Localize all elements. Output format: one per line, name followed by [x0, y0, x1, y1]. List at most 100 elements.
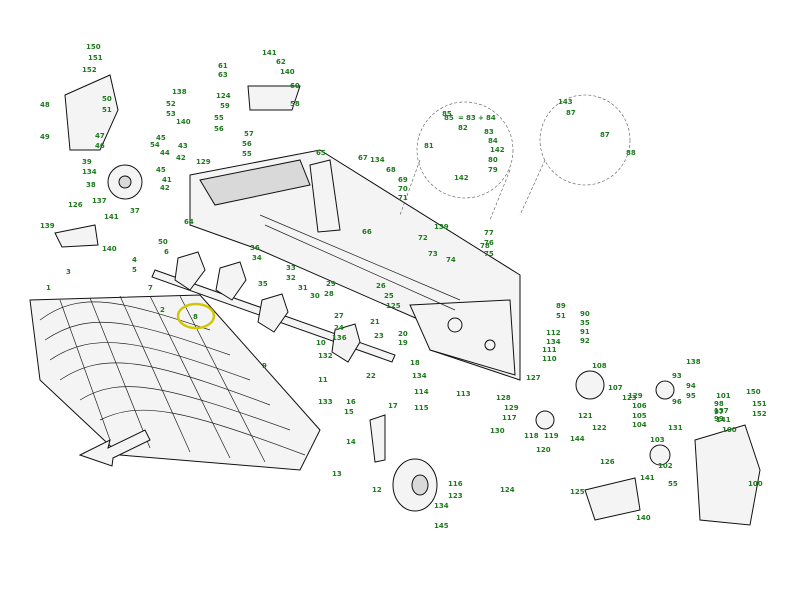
part-label-71: 71	[398, 194, 408, 202]
part-label-55: 55	[668, 480, 678, 488]
part-label-23: 23	[374, 332, 384, 340]
part-label-21: 21	[370, 318, 380, 326]
highlighted-callout[interactable]: 8	[176, 302, 216, 330]
part-label-134: 134	[434, 502, 449, 510]
main-frame-beam	[189, 149, 521, 381]
part-label-151: 151	[88, 54, 103, 62]
part-label-17: 17	[388, 402, 398, 410]
part-label-137: 137	[92, 197, 107, 205]
part-label-84: 84	[488, 137, 498, 145]
right-gear-cover	[694, 424, 761, 526]
part-label-136: 136	[332, 334, 347, 342]
part-label-41: 41	[162, 176, 172, 184]
part-label-37: 37	[130, 207, 140, 215]
part-label-26: 26	[376, 282, 386, 290]
part-label-67: 67	[358, 154, 368, 162]
part-label-95: 95	[686, 392, 696, 400]
part-label-66: 66	[362, 228, 372, 236]
part-label-56: 56	[242, 140, 252, 148]
detail-view-1	[399, 101, 514, 221]
part-label-125: 125	[570, 488, 585, 496]
part-label-128: 128	[496, 394, 511, 402]
part-label-64: 64	[184, 218, 194, 226]
part-label-140: 140	[102, 245, 117, 253]
part-label-38: 38	[86, 181, 96, 189]
part-label-123: 123	[622, 394, 637, 402]
part-label-133: 133	[318, 398, 333, 406]
part-label-24: 24	[334, 324, 344, 332]
part-label-49: 49	[40, 133, 50, 141]
part-label-10: 10	[316, 339, 326, 347]
part-label-132: 132	[318, 352, 333, 360]
part-label-42: 42	[160, 184, 170, 192]
part-label-112: 112	[546, 329, 561, 337]
rotor-shaft	[151, 251, 396, 363]
part-label-98: 98	[714, 400, 724, 408]
part-label-131: 131	[668, 424, 683, 432]
part-label-1: 1	[46, 284, 51, 292]
part-label-56: 56	[214, 125, 224, 133]
part-label-62: 62	[276, 58, 286, 66]
part-label-83: 83	[484, 128, 494, 136]
part-label-110: 110	[542, 355, 557, 363]
formula-eq: =	[458, 114, 464, 122]
part-label-111: 111	[542, 346, 557, 354]
part-label-126: 126	[600, 458, 615, 466]
part-label-70: 70	[398, 185, 408, 193]
part-label-30: 30	[310, 292, 320, 300]
part-label-59: 59	[220, 102, 230, 110]
direction-arrow	[78, 429, 151, 467]
part-label-6: 6	[164, 248, 169, 256]
part-label-45: 45	[156, 134, 166, 142]
part-label-57: 57	[244, 130, 254, 138]
part-label-20: 20	[398, 330, 408, 338]
part-label-145: 145	[434, 522, 449, 530]
part-label-16: 16	[346, 398, 356, 406]
part-label-18: 18	[410, 359, 420, 367]
formula-b: 84	[486, 114, 496, 122]
pickup-tines	[29, 294, 321, 471]
part-label-53: 53	[166, 110, 176, 118]
part-label-28: 28	[324, 290, 334, 298]
part-label-80: 80	[488, 156, 498, 164]
part-label-51: 51	[102, 106, 112, 114]
part-label-12: 12	[372, 486, 382, 494]
part-label-126: 126	[68, 201, 83, 209]
part-label-99: 99	[714, 415, 724, 423]
part-label-106: 106	[632, 402, 647, 410]
part-label-92: 92	[580, 337, 590, 345]
part-label-55: 55	[214, 114, 224, 122]
part-label-143: 143	[558, 98, 573, 106]
part-label-137: 137	[714, 407, 729, 415]
highlighted-label: 8	[193, 313, 198, 321]
part-label-119: 119	[544, 432, 559, 440]
part-label-25: 25	[384, 292, 394, 300]
part-label-139: 139	[40, 222, 55, 230]
part-label-13: 13	[332, 470, 342, 478]
part-label-96: 96	[672, 398, 682, 406]
part-label-129: 129	[504, 404, 519, 412]
part-label-89: 89	[556, 302, 566, 310]
part-label-141: 141	[262, 49, 277, 57]
part-label-77: 77	[484, 229, 494, 237]
part-label-4: 4	[132, 256, 137, 264]
part-label-47: 47	[95, 132, 105, 140]
part-label-141: 141	[716, 416, 731, 424]
part-label-150: 150	[746, 388, 761, 396]
right-drive-gear	[575, 370, 605, 400]
part-label-118: 118	[524, 432, 539, 440]
part-label-142: 142	[454, 174, 469, 182]
part-label-108: 108	[592, 362, 607, 370]
part-label-100: 100	[748, 480, 763, 488]
left-bracket	[54, 224, 99, 248]
detail-formula: 85 = 83 + 84	[444, 114, 496, 122]
gauge-wheel	[369, 414, 438, 512]
part-label-151: 151	[752, 400, 767, 408]
part-label-63: 63	[218, 71, 228, 79]
part-label-120: 120	[536, 446, 551, 454]
part-label-7: 7	[148, 284, 153, 292]
part-label-5: 5	[132, 266, 137, 274]
